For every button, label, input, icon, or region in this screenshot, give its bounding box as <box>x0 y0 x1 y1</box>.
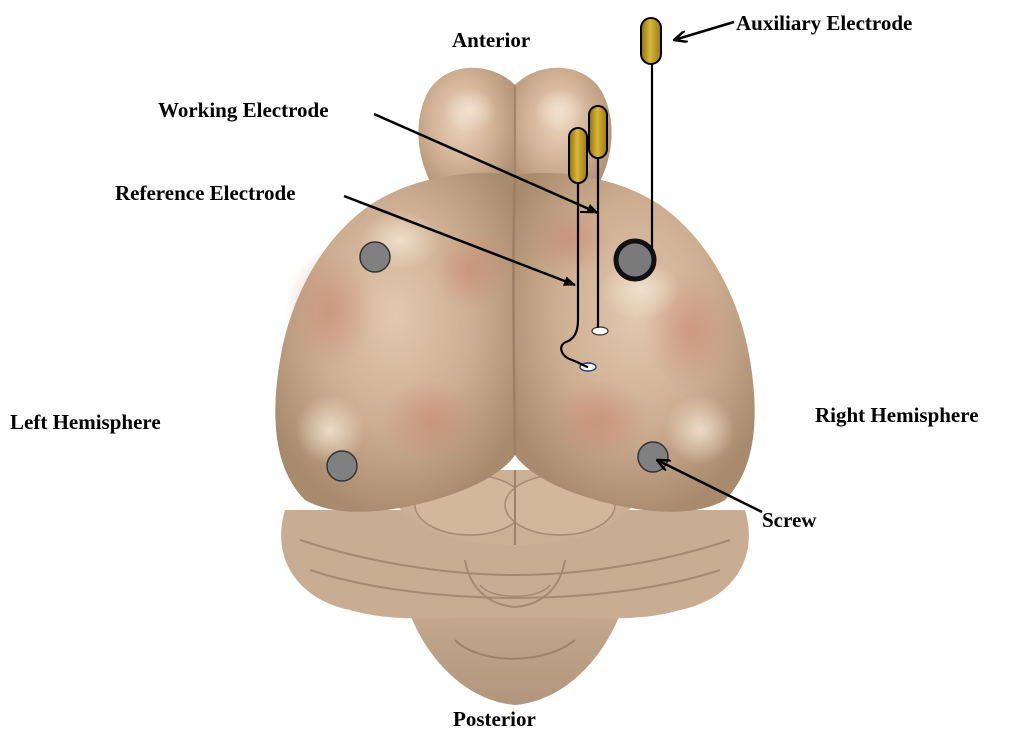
auxiliary-electrode-arrow <box>674 22 734 40</box>
right-hemisphere-shape <box>515 173 755 512</box>
auxiliary-electrode-label: Auxiliary Electrode <box>736 13 912 34</box>
posterior-label: Posterior <box>453 709 536 730</box>
midline-fissure <box>513 175 515 455</box>
left-hemisphere-shape <box>275 173 515 512</box>
screw-left-anterior <box>360 242 390 272</box>
screw-left-posterior <box>327 451 357 481</box>
working-electrode-hole <box>592 327 608 335</box>
reference-electrode-label: Reference Electrode <box>115 183 296 204</box>
left-hemisphere-label: Left Hemisphere <box>10 412 161 433</box>
screw-right-posterior <box>638 442 668 472</box>
screw-label: Screw <box>762 510 816 531</box>
working-electrode-label: Working Electrode <box>158 100 329 121</box>
right-hemisphere-label: Right Hemisphere <box>815 405 979 426</box>
auxiliary-electrode-screw <box>616 241 654 279</box>
anterior-label: Anterior <box>452 30 530 51</box>
